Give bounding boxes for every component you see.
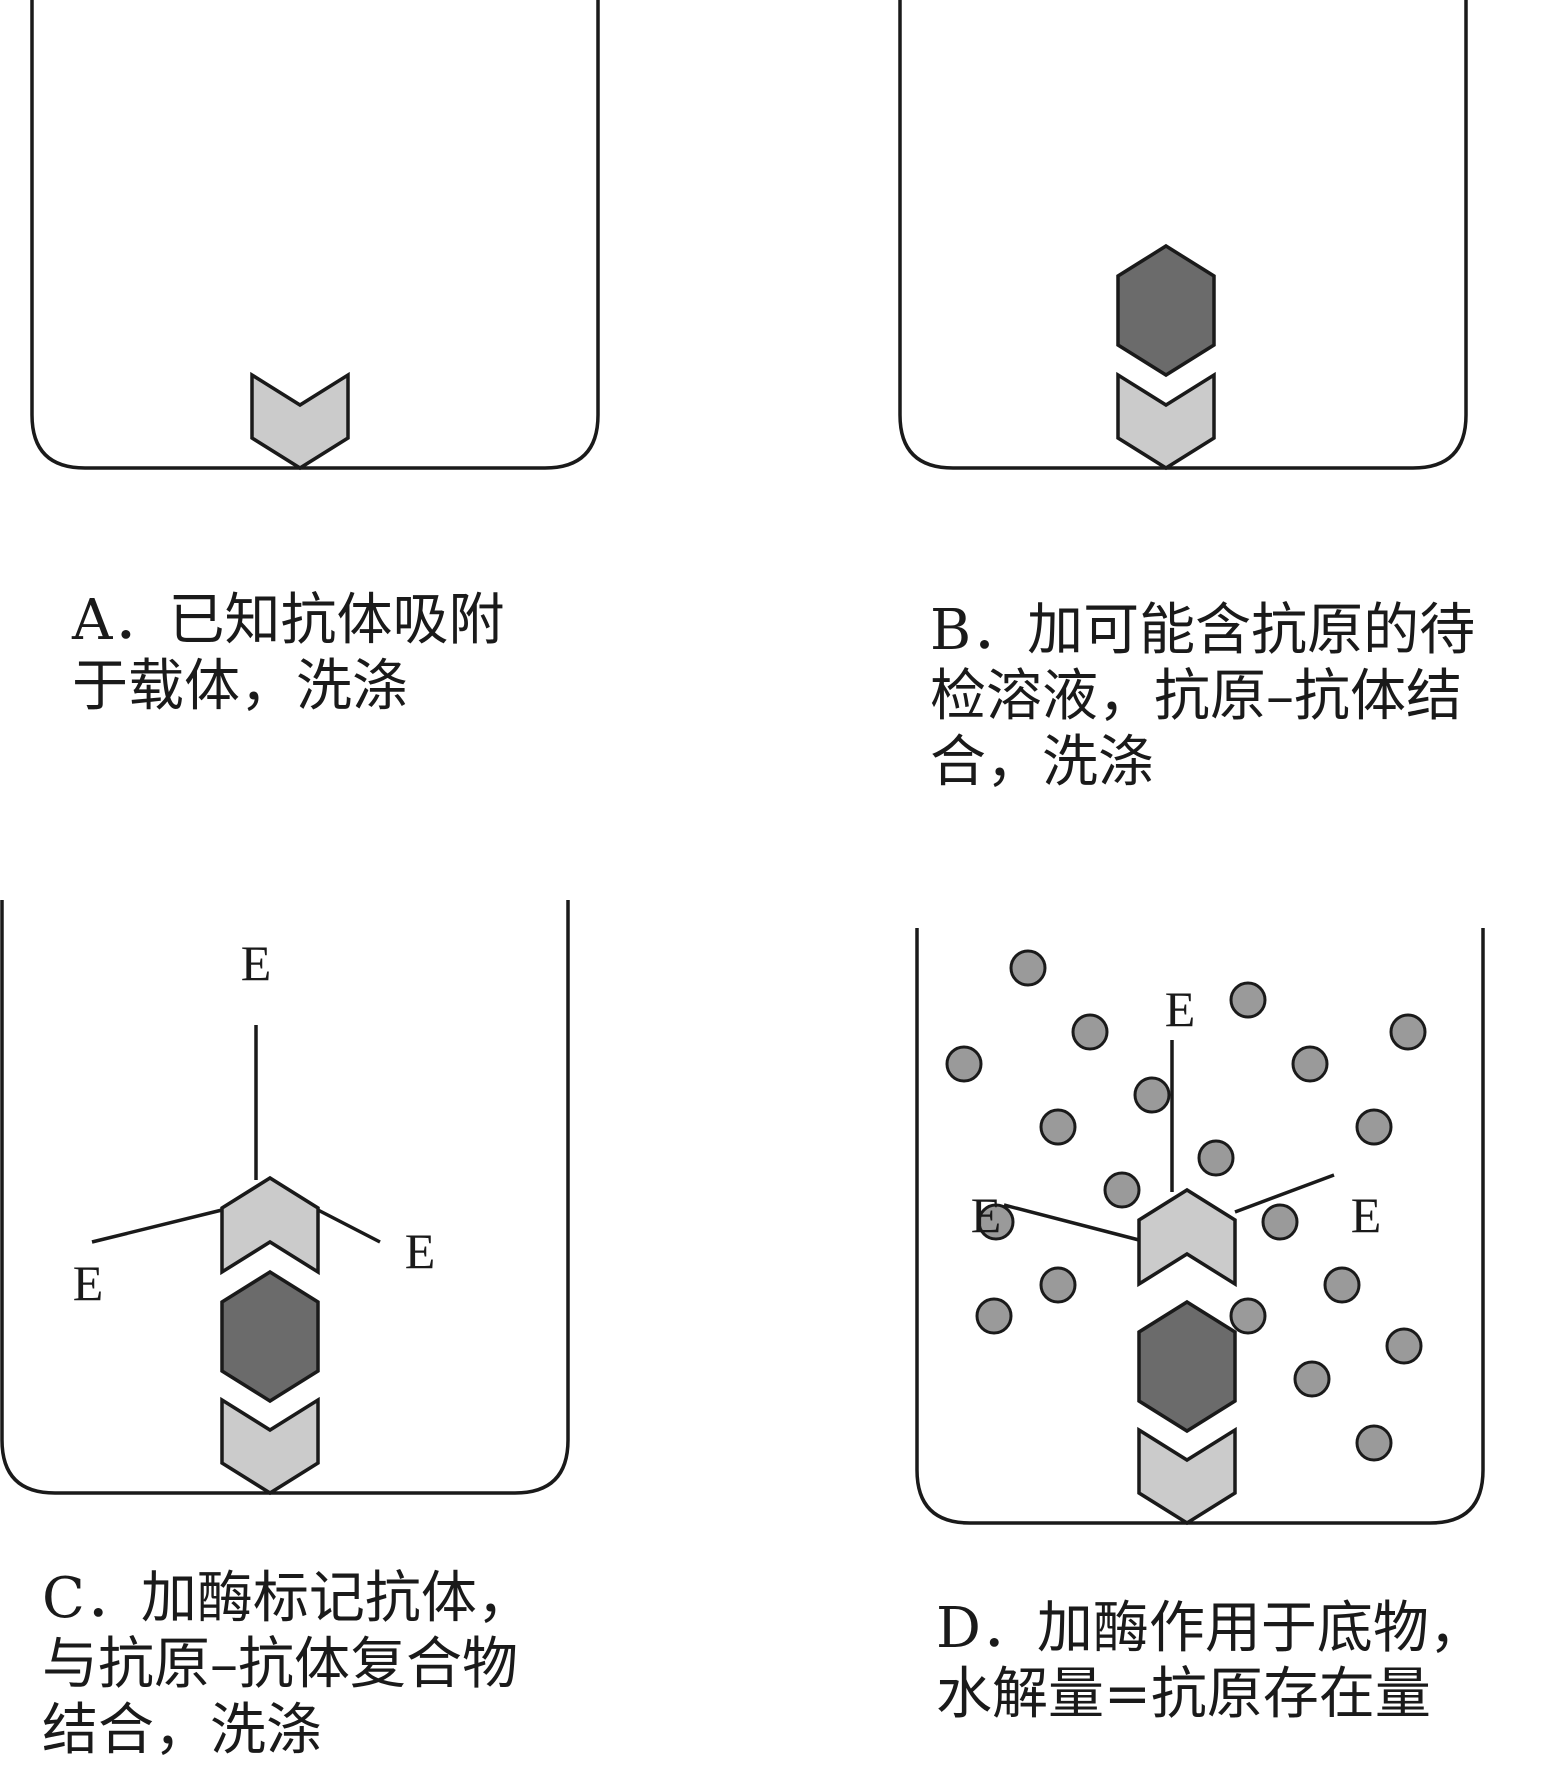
antigen-d	[1137, 1299, 1237, 1434]
panel-c: E E E	[0, 900, 570, 1496]
panel-b	[898, 0, 1468, 471]
antigen-c	[220, 1269, 320, 1404]
capture-antibody-a	[250, 371, 350, 471]
caption-b-line-1: B．加可能含抗原的待	[930, 598, 1476, 663]
caption-b: B．加可能含抗原的待 检溶液，抗原–抗体结 合，洗涤	[930, 598, 1475, 796]
caption-d-line-2: 水解量=抗原存在量	[936, 1662, 1431, 1727]
enzyme-labeled-antibody-c	[220, 1175, 320, 1276]
enzyme-linker-left-d	[1003, 1203, 1140, 1242]
substrate-particle	[1133, 1076, 1171, 1114]
caption-b-line-2: 检溶液，抗原–抗体结	[930, 664, 1462, 729]
substrate-particle	[1261, 1203, 1299, 1241]
enzyme-linker-right-d	[1234, 1173, 1335, 1214]
container-a	[30, 0, 600, 470]
substrate-particle	[1355, 1108, 1393, 1146]
enzyme-label-top-c: E	[241, 935, 272, 991]
caption-d: D．加酶作用于底物， 水解量=抗原存在量	[936, 1596, 1485, 1728]
panel-d: E E E	[915, 928, 1485, 1526]
caption-a: A．已知抗体吸附 于载体，洗涤	[72, 588, 504, 720]
substrate-particle	[975, 1297, 1013, 1335]
enzyme-linker-right-c	[317, 1208, 381, 1244]
enzyme-label-left-d: E	[971, 1187, 1002, 1243]
caption-b-line-3: 合，洗涤	[930, 730, 1154, 795]
caption-d-line-1: D．加酶作用于底物，	[936, 1596, 1485, 1661]
caption-a-line-1: A．已知抗体吸附	[72, 588, 505, 653]
substrate-particle	[1355, 1424, 1393, 1462]
substrate-particle	[1229, 981, 1267, 1019]
antigen-b	[1116, 243, 1216, 378]
caption-c-line-2: 与抗原–抗体复合物	[42, 1632, 518, 1697]
substrate-particle	[1039, 1108, 1077, 1146]
enzyme-label-top-d: E	[1165, 981, 1196, 1037]
substrate-particle	[977, 1203, 1015, 1241]
substrate-particle	[1323, 1266, 1361, 1304]
substrate-particle	[1009, 949, 1047, 987]
substrate-particle	[1197, 1139, 1235, 1177]
substrate-particle	[1389, 1013, 1427, 1051]
caption-c-line-1: C．加酶标记抗体，	[42, 1566, 533, 1631]
container-b	[898, 0, 1468, 470]
container-d	[915, 928, 1485, 1525]
capture-antibody-b	[1116, 371, 1216, 471]
substrate-particle	[1291, 1045, 1329, 1083]
substrate-particle	[1039, 1266, 1077, 1304]
substrate-particle	[1385, 1327, 1423, 1365]
enzyme-linker-left-c	[91, 1208, 223, 1244]
caption-a-line-2: 于载体，洗涤	[72, 654, 408, 719]
enzyme-label-left-c: E	[73, 1255, 104, 1311]
caption-c-line-3: 结合，洗涤	[42, 1698, 322, 1763]
substrate-particle	[1071, 1013, 1109, 1051]
enzyme-label-right-c: E	[405, 1223, 436, 1279]
substrate-particle	[945, 1045, 983, 1083]
substrate-particles	[945, 949, 1427, 1462]
caption-c: C．加酶标记抗体， 与抗原–抗体复合物 结合，洗涤	[42, 1566, 533, 1764]
substrate-particle	[1103, 1171, 1141, 1209]
enzyme-labeled-antibody-d	[1137, 1187, 1237, 1288]
panel-a	[30, 0, 600, 471]
enzyme-label-right-d: E	[1351, 1187, 1382, 1243]
capture-antibody-c	[220, 1396, 320, 1496]
container-c	[0, 900, 570, 1495]
substrate-particle	[1293, 1360, 1331, 1398]
capture-antibody-d	[1137, 1426, 1237, 1526]
substrate-particle	[1229, 1297, 1267, 1335]
